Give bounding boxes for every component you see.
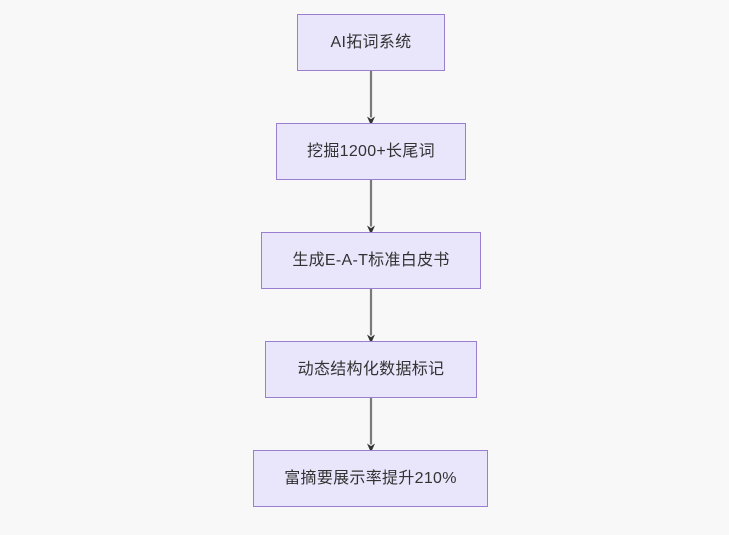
flow-node-label: 富摘要展示率提升210% (284, 469, 457, 487)
flow-node-ai-keyword-system[interactable]: AI拓词系统 (297, 14, 445, 71)
flow-node-label: 动态结构化数据标记 (297, 360, 445, 378)
flow-node-dynamic-structured-data-markup[interactable]: 动态结构化数据标记 (265, 341, 477, 398)
flow-node-generate-eat-whitepaper[interactable]: 生成E-A-T标准白皮书 (261, 232, 481, 289)
flow-node-rich-snippet-rate-increase[interactable]: 富摘要展示率提升210% (253, 450, 488, 507)
flow-node-label: 挖掘1200+长尾词 (307, 142, 435, 160)
flow-node-label: 生成E-A-T标准白皮书 (292, 251, 450, 269)
flow-node-mine-longtail-keywords[interactable]: 挖掘1200+长尾词 (276, 123, 466, 180)
flow-node-label: AI拓词系统 (330, 33, 412, 51)
